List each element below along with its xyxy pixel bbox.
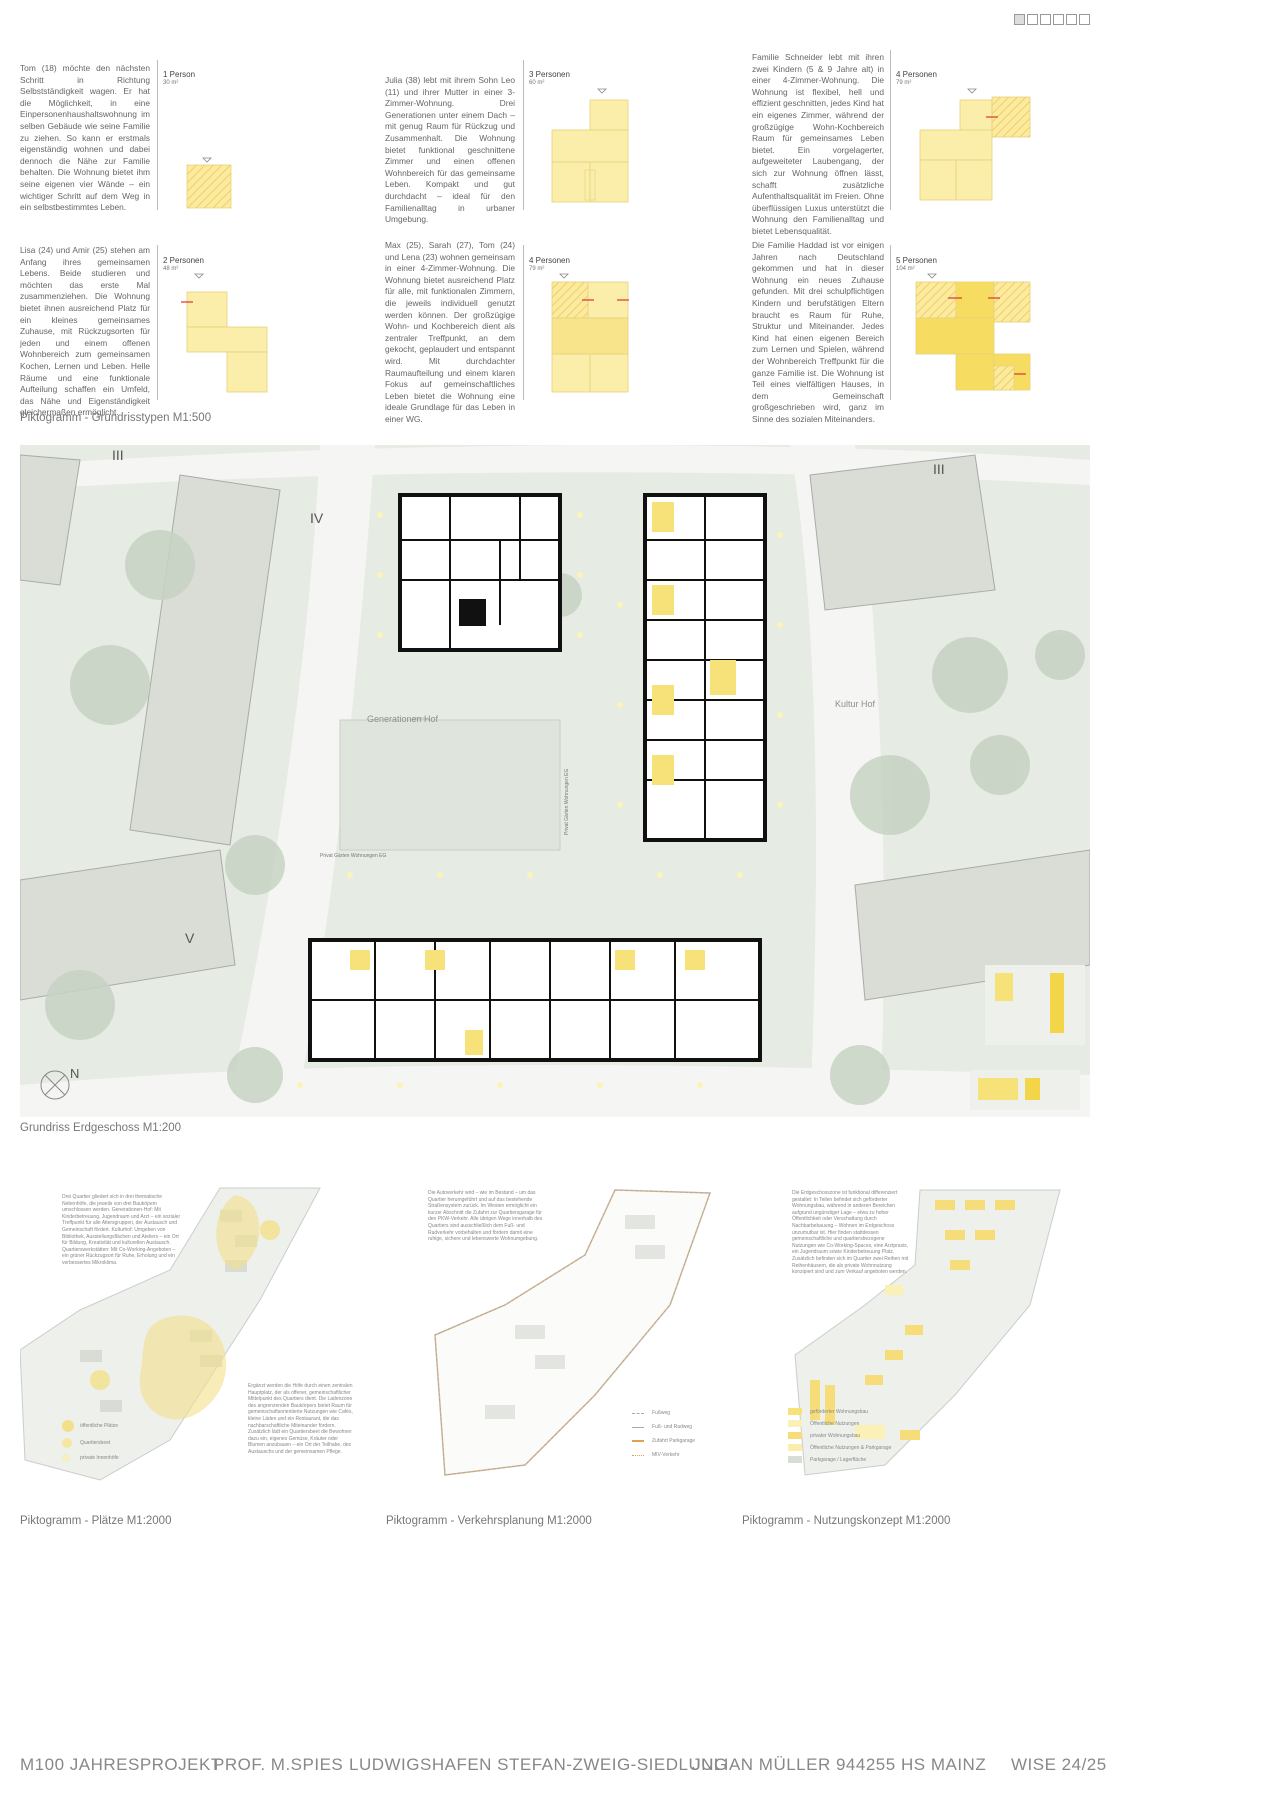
apartment-pictogram-3 — [919, 88, 1031, 201]
text-plaetze-a: Drei Quartier gliedert sich in drei them… — [62, 1194, 181, 1266]
page-thumb-3[interactable] — [1040, 14, 1051, 25]
apartment-pictogram-6 — [915, 273, 1031, 391]
caption-nutzung: Piktogramm - Nutzungskonzept M1:2000 — [742, 1515, 951, 1527]
divider — [890, 245, 891, 400]
story-text: Familie Schneider lebt mit ihren zwei Ki… — [752, 52, 884, 236]
text-verkehr: Die Autoverkehr wird – wie im Bestand – … — [428, 1190, 543, 1243]
pictogram-verkehr-map — [434, 1189, 712, 1476]
persons-label: 5 Personen — [896, 256, 937, 265]
story-text: Die Familie Haddad ist vor einigen Jahre… — [752, 240, 884, 424]
area-label: 60 m² — [529, 80, 545, 86]
area-label: 48 m² — [163, 266, 179, 272]
label-generationen-hof: Generationen Hof — [367, 714, 439, 724]
apartment-pictogram-4 — [181, 273, 268, 393]
text-nutzung: Die Erdgeschosszone ist funktional diffe… — [792, 1190, 909, 1276]
apartment-pictogram-1 — [186, 157, 232, 209]
label-kultur-hof: Kultur Hof — [835, 699, 876, 709]
label-north: N — [70, 1066, 79, 1081]
plaetze-public-area-bottom — [139, 1315, 227, 1420]
pictogram-plaetze-map — [20, 1187, 321, 1481]
story-text: Max (25), Sarah (27), Tom (24) und Lena … — [385, 240, 515, 424]
story-text: Tom (18) möchte den nächsten Schritt in … — [20, 63, 150, 213]
existing-building-right-mid — [854, 849, 1090, 1001]
label-private-gaerten: Privat Gärten Wohnungen EG — [320, 853, 386, 859]
footer-school: HS MAINZ — [901, 1755, 987, 1774]
caption-verkehr: Piktogramm - Verkehrsplanung M1:2000 — [386, 1515, 592, 1527]
persons-label: 4 Personen — [896, 70, 937, 79]
label-roman-iv: IV — [310, 510, 324, 526]
legend-verkehr: Fußweg Fuß- und Radweg Zufahrt Parkgarag… — [632, 1410, 695, 1458]
plaetze-innenhof — [90, 1370, 110, 1390]
divider — [523, 60, 524, 210]
label-private-gaerten-vertical: Privat Gärten Wohnungen EG — [564, 769, 570, 835]
caption-plaetze: Piktogramm - Plätze M1:2000 — [20, 1515, 172, 1527]
area-label: 79 m² — [529, 266, 545, 272]
persons-label: 2 Personen — [163, 256, 204, 265]
area-label: 30 m² — [163, 80, 179, 86]
generationen-hof — [339, 719, 561, 851]
page-thumb-2[interactable] — [1027, 14, 1038, 25]
road-left — [225, 445, 375, 1117]
apartment-pictogram-5 — [551, 273, 629, 393]
page-thumb-1[interactable] — [1014, 14, 1025, 25]
divider — [523, 245, 524, 400]
ground-floor-plan: Generationen Hof Kultur Hof Privat Gärte… — [20, 445, 1090, 1117]
divider — [157, 245, 158, 400]
legend-nutzung: geförderter Wohnungsbau Öffentliche Nutz… — [788, 1408, 891, 1463]
persons-label: 1 Person — [163, 70, 196, 79]
page-thumb-4[interactable] — [1053, 14, 1064, 25]
road-bottom — [20, 1065, 1090, 1117]
label-roman-v: V — [185, 930, 195, 946]
plaetze-quartiersbeet — [260, 1220, 280, 1240]
text-plaetze-b: Ergänzt werden die Höfe durch einen zent… — [248, 1383, 353, 1455]
apartment-pictogram-2 — [551, 88, 629, 203]
divider — [890, 50, 891, 210]
divider — [157, 60, 158, 210]
footer-site: LUDWIGSHAFEN STEFAN-ZWEIG-SIEDLUNG — [349, 1755, 728, 1774]
north-arrow — [40, 1070, 70, 1100]
footer-author: JULIAN MÜLLER 944255 — [692, 1755, 896, 1774]
legend-plaetze: öffentliche Plätze Quartiersbeet private… — [62, 1420, 119, 1462]
footer-project: M100 JAHRESPROJEKT — [20, 1755, 222, 1774]
area-label: 104 m² — [896, 266, 915, 272]
page-thumb-5[interactable] — [1066, 14, 1077, 25]
persons-label: 3 Personen — [529, 70, 570, 79]
story-text: Lisa (24) und Amir (25) stehen am Anfang… — [20, 245, 150, 418]
plaetze-public-area-top — [216, 1195, 260, 1270]
existing-building-iii-left — [20, 454, 81, 586]
area-label: 79 m² — [896, 80, 912, 86]
pictogram-nutzung-map — [794, 1189, 1061, 1476]
label-roman-iii-right: III — [933, 461, 945, 477]
existing-building-iii-right — [809, 454, 996, 611]
story-text: Julia (38) lebt mit ihrem Sohn Leo (11) … — [385, 75, 515, 225]
building-a — [398, 493, 562, 652]
persons-label: 4 Personen — [529, 256, 570, 265]
footer-prof: PROF. M.SPIES — [213, 1755, 344, 1774]
road-top — [20, 445, 1090, 490]
caption-grundrisstypen: Piktogramm - Grundrisstypen M1:500 — [20, 412, 212, 424]
existing-building-v — [20, 849, 236, 1001]
caption-grundriss-eg: Grundriss Erdgeschoss M1:200 — [20, 1122, 182, 1134]
footer-term: WISE 24/25 — [1011, 1755, 1107, 1774]
page-thumb-6[interactable] — [1079, 14, 1090, 25]
label-roman-iii-left: III — [112, 447, 124, 463]
